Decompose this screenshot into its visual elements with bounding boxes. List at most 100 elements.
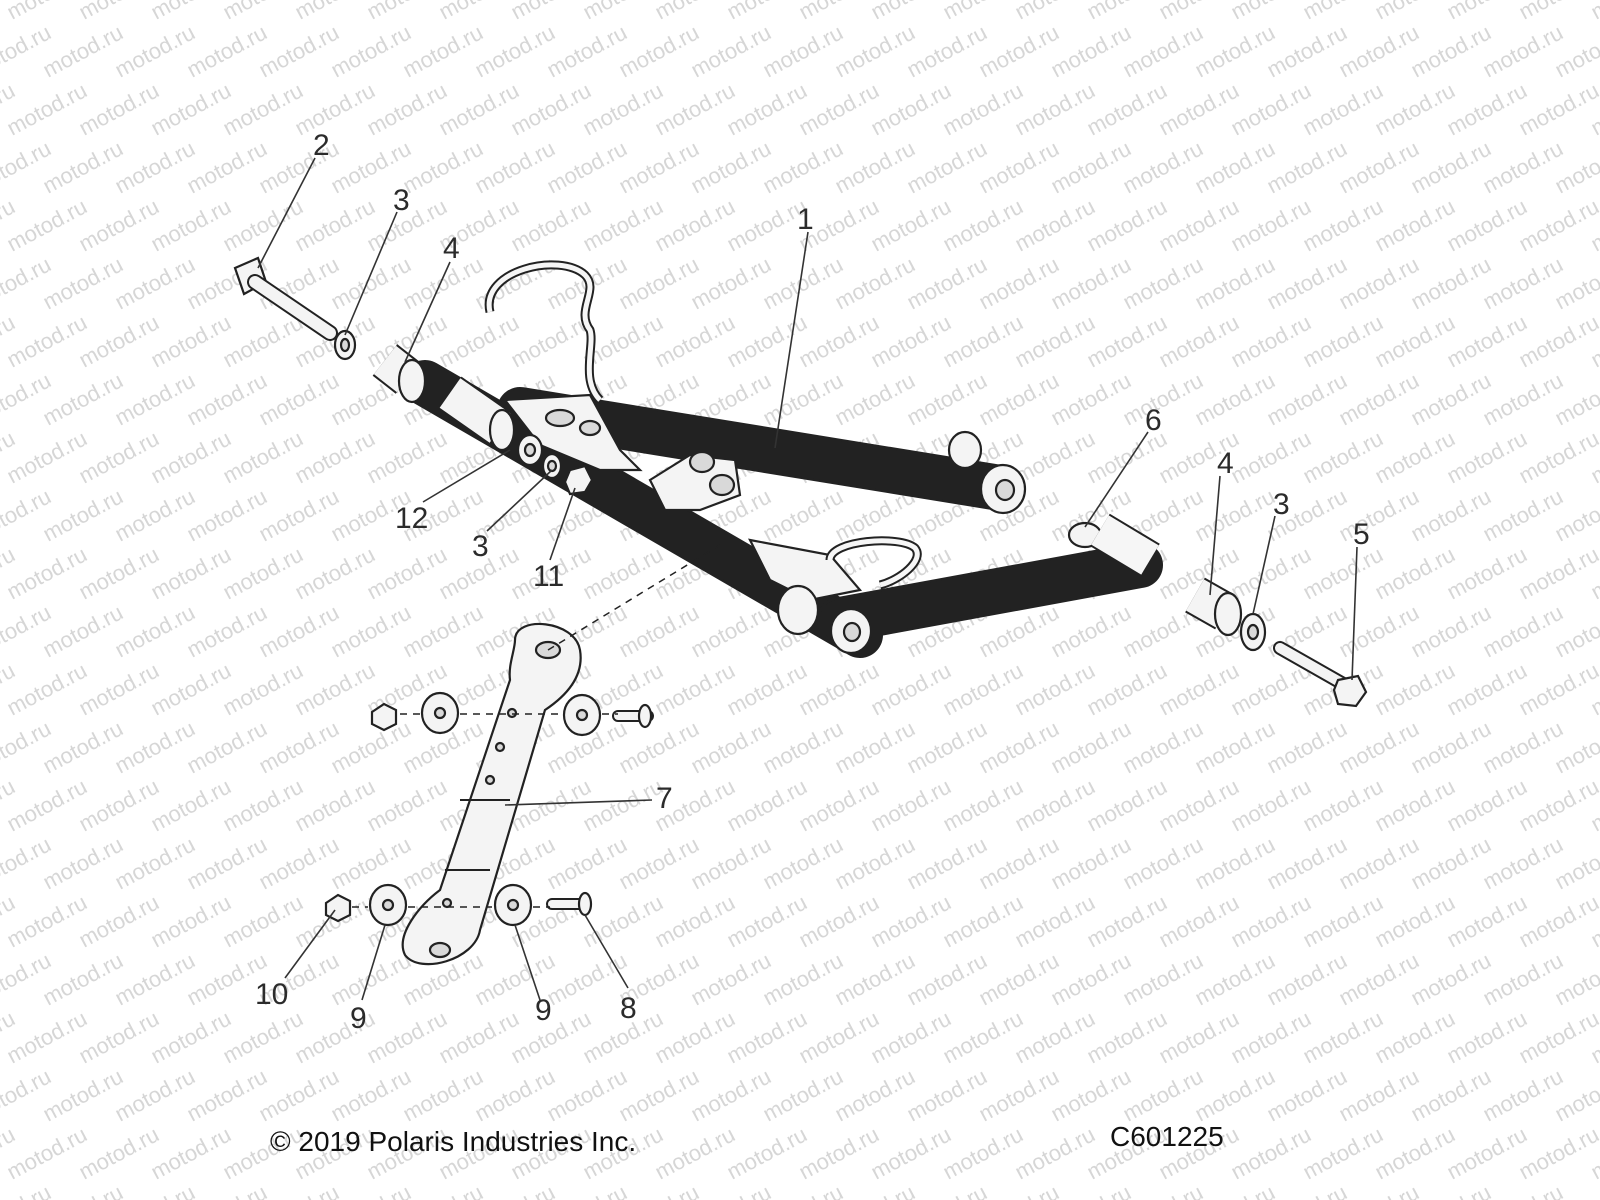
watermark-text: motod.ru bbox=[723, 1122, 811, 1185]
watermark-text: motod.ru bbox=[867, 658, 955, 721]
watermark-text: motod.ru bbox=[687, 20, 775, 83]
watermark-text: motod.ru bbox=[75, 658, 163, 721]
watermark-text: motod.ru bbox=[255, 484, 343, 547]
watermark-text: motod.ru bbox=[831, 136, 919, 199]
watermark-text: motod.ru bbox=[1371, 1006, 1459, 1069]
watermark-text: motod.ru bbox=[795, 310, 883, 373]
watermark-text: motod.ru bbox=[39, 136, 127, 199]
watermark-text: motod.ru bbox=[183, 716, 271, 779]
watermark-text: motod.ru bbox=[219, 310, 307, 373]
watermark-text: motod.ru bbox=[1011, 194, 1099, 257]
callout-9-right: 9 bbox=[535, 994, 552, 1027]
callout-5: 5 bbox=[1353, 518, 1370, 551]
watermark-text: motod.ru bbox=[831, 832, 919, 895]
watermark-text: motod.ru bbox=[651, 194, 739, 257]
watermark-text: motod.ru bbox=[1371, 426, 1459, 489]
watermark-text: motod.ru bbox=[723, 310, 811, 373]
watermark-text: motod.ru bbox=[795, 1006, 883, 1069]
watermark-text: motod.ru bbox=[327, 20, 415, 83]
watermark-text: motod.ru bbox=[1335, 1064, 1423, 1127]
watermark-text: motod.ru bbox=[1479, 484, 1567, 547]
watermark-text: motod.ru bbox=[399, 20, 487, 83]
watermark-text: motod.ru bbox=[1155, 310, 1243, 373]
watermark-text: motod.ru bbox=[1083, 78, 1171, 141]
watermark-text: motod.ru bbox=[1371, 658, 1459, 721]
watermark-text: motod.ru bbox=[147, 774, 235, 837]
watermark-text: motod.ru bbox=[1011, 78, 1099, 141]
callout-3: 3 bbox=[393, 184, 410, 217]
callout-12: 12 bbox=[395, 502, 428, 535]
watermark-text: motod.ru bbox=[615, 832, 703, 895]
watermark-text: motod.ru bbox=[255, 716, 343, 779]
watermark-text: motod.ru bbox=[1191, 716, 1279, 779]
watermark-text: motod.ru bbox=[615, 252, 703, 315]
watermark-text: motod.ru bbox=[1515, 1006, 1600, 1069]
watermark-text: motod.ru bbox=[1407, 600, 1495, 663]
watermark-text: motod.ru bbox=[111, 368, 199, 431]
watermark-text: motod.ru bbox=[507, 78, 595, 141]
watermark-text: motod.ru bbox=[867, 1006, 955, 1069]
watermark-text: motod.ru bbox=[1011, 1006, 1099, 1069]
watermark-text: motod.ru bbox=[363, 1006, 451, 1069]
watermark-text: motod.ru bbox=[183, 1064, 271, 1127]
watermark-text: motod.ru bbox=[39, 832, 127, 895]
watermark-text: motod.ru bbox=[759, 20, 847, 83]
watermark-text: motod.ru bbox=[1083, 658, 1171, 721]
watermark-text: motod.ru bbox=[651, 310, 739, 373]
watermark-text: motod.ru bbox=[1263, 368, 1351, 431]
watermark-text: motod.ru bbox=[795, 1122, 883, 1185]
watermark-text: motod.ru bbox=[1335, 948, 1423, 1011]
watermark-text: motod.ru bbox=[1191, 368, 1279, 431]
watermark-text: motod.ru bbox=[1479, 832, 1567, 895]
watermark-text: motod.ru bbox=[183, 600, 271, 663]
watermark-text: motod.ru bbox=[1479, 368, 1567, 431]
watermark-text: motod.ru bbox=[147, 194, 235, 257]
watermark-text: motod.ru bbox=[1515, 658, 1600, 721]
watermark-text: motod.ru bbox=[1299, 774, 1387, 837]
watermark-text: motod.ru bbox=[1011, 774, 1099, 837]
watermark-text: motod.ru bbox=[867, 774, 955, 837]
watermark-text: motod.ru bbox=[3, 542, 91, 605]
watermark-text: motod.ru bbox=[1407, 948, 1495, 1011]
watermark-text: motod.ru bbox=[1047, 716, 1135, 779]
watermark-text: motod.ru bbox=[867, 78, 955, 141]
watermark-text: motod.ru bbox=[1299, 426, 1387, 489]
watermark-text: motod.ru bbox=[147, 542, 235, 605]
watermark-text: motod.ru bbox=[3, 426, 91, 489]
watermark-text: motod.ru bbox=[1335, 484, 1423, 547]
watermark-text: motod.ru bbox=[1479, 1064, 1567, 1127]
watermark-text: motod.ru bbox=[939, 774, 1027, 837]
watermark-text: motod.ru bbox=[1119, 948, 1207, 1011]
watermark-text: motod.ru bbox=[1335, 136, 1423, 199]
watermark-text: motod.ru bbox=[759, 1064, 847, 1127]
watermark-text: motod.ru bbox=[219, 194, 307, 257]
watermark-text: motod.ru bbox=[1227, 194, 1315, 257]
callout-10: 10 bbox=[255, 978, 288, 1011]
watermark-text: motod.ru bbox=[1371, 1122, 1459, 1185]
watermark-text: motod.ru bbox=[1407, 484, 1495, 547]
watermark-text: motod.ru bbox=[1407, 136, 1495, 199]
watermark-text: motod.ru bbox=[1407, 252, 1495, 315]
watermark-text: motod.ru bbox=[543, 136, 631, 199]
watermark-text: motod.ru bbox=[75, 78, 163, 141]
watermark-text: motod.ru bbox=[867, 1122, 955, 1185]
watermark-text: motod.ru bbox=[1155, 658, 1243, 721]
watermark-text: motod.ru bbox=[3, 78, 91, 141]
watermark-text: motod.ru bbox=[1191, 484, 1279, 547]
watermark-text: motod.ru bbox=[903, 948, 991, 1011]
watermark-text: motod.ru bbox=[903, 832, 991, 895]
watermark-text: motod.ru bbox=[1047, 136, 1135, 199]
watermark-text: motod.ru bbox=[975, 948, 1063, 1011]
watermark-text: motod.ru bbox=[1227, 78, 1315, 141]
watermark-text: motod.ru bbox=[1371, 310, 1459, 373]
watermark-text: motod.ru bbox=[1371, 890, 1459, 953]
watermark-text: motod.ru bbox=[1335, 600, 1423, 663]
watermark-text: motod.ru bbox=[723, 774, 811, 837]
watermark-text: motod.ru bbox=[147, 426, 235, 489]
watermark-text: motod.ru bbox=[1047, 1064, 1135, 1127]
watermark-text: motod.ru bbox=[1263, 948, 1351, 1011]
watermark-text: motod.ru bbox=[1299, 1006, 1387, 1069]
watermark-text: motod.ru bbox=[1191, 948, 1279, 1011]
watermark-text: motod.ru bbox=[1083, 1006, 1171, 1069]
watermark-text: motod.ru bbox=[1515, 774, 1600, 837]
